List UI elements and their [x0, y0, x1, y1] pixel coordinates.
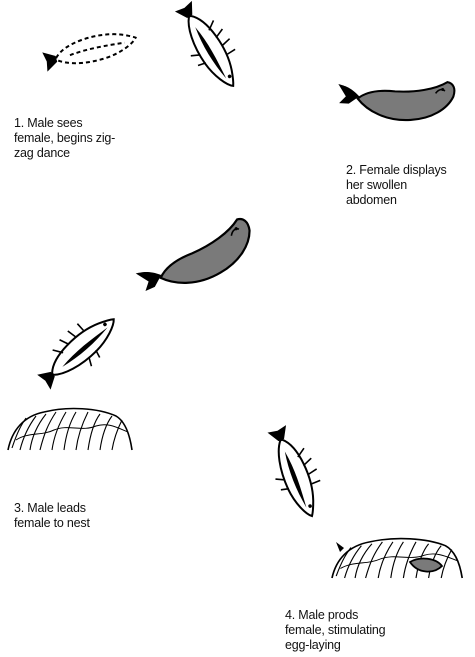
male-fish-icon [258, 421, 332, 524]
nest-icon [8, 409, 132, 450]
male-fish-icon [42, 26, 139, 74]
caption-step-4: 4. Male prods female, stimulating egg-la… [285, 608, 445, 653]
caption-step-2: 2. Female displays her swollen abdomen [346, 163, 474, 208]
female-fish-icon [336, 68, 457, 130]
caption-step-1: 1. Male sees female, begins zig- zag dan… [14, 116, 154, 161]
caption-step-3: 3. Male leads female to nest [14, 501, 134, 531]
female-fish-icon [134, 205, 262, 315]
male-fish-icon [29, 303, 127, 397]
nest-icon [332, 539, 462, 578]
male-fish-icon [166, 0, 251, 97]
